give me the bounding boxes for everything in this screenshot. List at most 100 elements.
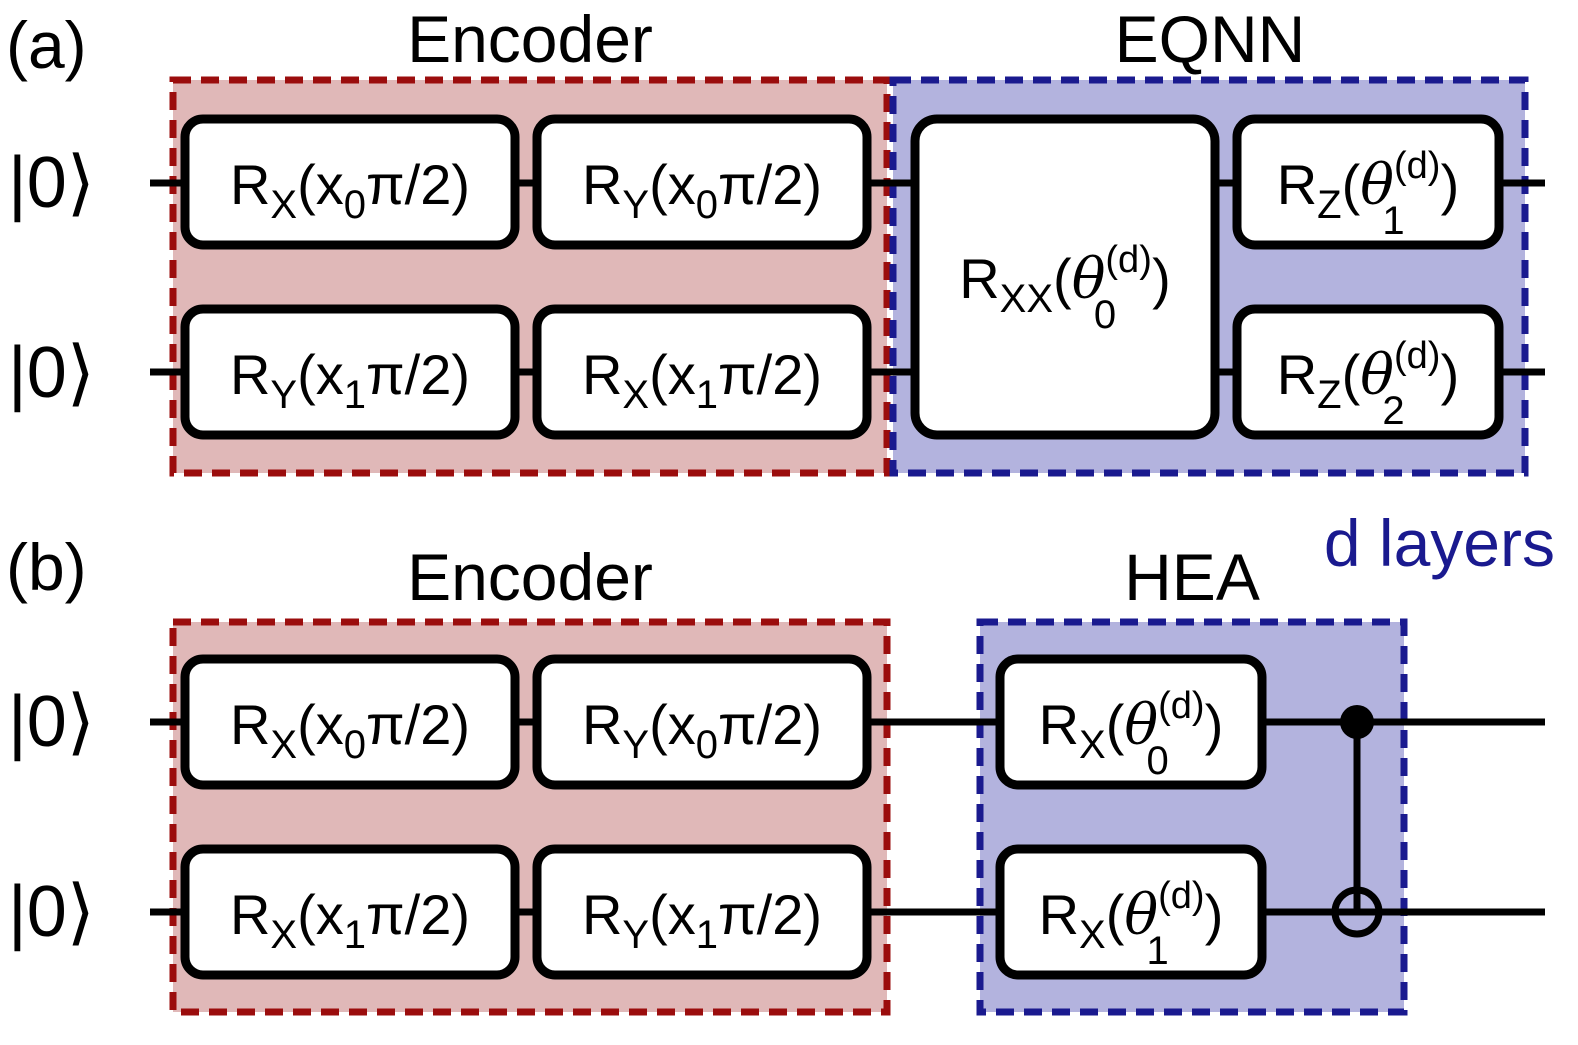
panel-b-cnot-gate [1331, 705, 1383, 938]
svg-text:RY(x1π/2): RY(x1π/2) [582, 883, 822, 957]
svg-text:RZ(θ(d)1): RZ(θ(d)1) [1277, 145, 1460, 243]
gate-idx: 0 [696, 183, 718, 227]
panel-b-rx-gate-1: RX(θ(d)0) [995, 654, 1267, 790]
gate-op: R [959, 247, 999, 310]
panel-a-encoder-gate-4: RX(x1π/2) [532, 304, 872, 440]
gate-tail: π/2) [718, 883, 822, 946]
panel-b-encoder-gate-1: RX(x0π/2) [180, 654, 520, 790]
gate-axis: Y [622, 913, 649, 957]
gate-op: R [1039, 883, 1079, 946]
gate-tail: π/2) [718, 693, 822, 756]
svg-text:RX(x0π/2): RX(x0π/2) [230, 693, 470, 767]
gate-sup: (d) [1105, 239, 1151, 281]
panel-a-encoder-title: Encoder [407, 2, 653, 76]
gate-param: θ [1124, 883, 1158, 948]
gate-sup: (d) [1158, 875, 1204, 917]
panel-a: (a) Encoder EQNN |0⟩ |0⟩ RX(x0π/2) RY(x0… [6, 2, 1545, 477]
gate-sup: (d) [1394, 335, 1440, 377]
gate-op: R [582, 343, 622, 406]
cnot-control-dot [1340, 705, 1374, 739]
gate-idx: 1 [696, 913, 718, 957]
gate-idx: 0 [344, 723, 366, 767]
svg-text:RX(x1π/2): RX(x1π/2) [230, 883, 470, 957]
gate-axis: X [1079, 723, 1106, 767]
gate-sub: 0 [1147, 739, 1169, 783]
gate-op: R [230, 153, 270, 216]
gate-axis: X [270, 913, 297, 957]
gate-tail: π/2) [366, 883, 470, 946]
gate-idx: 1 [344, 913, 366, 957]
panel-a-encoder-gate-2: RY(x0π/2) [532, 114, 872, 250]
gate-arg: x [668, 883, 696, 946]
gate-idx: 0 [696, 723, 718, 767]
panel-b-input-q0: |0⟩ [8, 682, 95, 762]
svg-text:RY(x1π/2): RY(x1π/2) [230, 343, 470, 417]
gate-op: R [582, 153, 622, 216]
gate-axis: Y [622, 723, 649, 767]
gate-tail: π/2) [366, 153, 470, 216]
panel-b-ansatz-title: HEA [1124, 540, 1260, 614]
gate-axis: Y [622, 183, 649, 227]
svg-text:RX(x1π/2): RX(x1π/2) [582, 343, 822, 417]
panel-a-ansatz-title: EQNN [1115, 2, 1306, 76]
gate-tail: π/2) [718, 153, 822, 216]
panel-b-encoder-gate-3: RX(x1π/2) [180, 844, 520, 980]
gate-axis: X [622, 373, 649, 417]
gate-param: θ [1360, 343, 1394, 408]
gate-op: R [230, 693, 270, 756]
gate-idx: 0 [344, 183, 366, 227]
gate-arg: x [316, 153, 344, 216]
panel-a-input-q1: |0⟩ [8, 333, 95, 413]
gate-axis: Z [1317, 183, 1341, 227]
gate-axis: XX [1000, 277, 1053, 321]
panel-b-encoder-title: Encoder [407, 540, 653, 614]
panel-a-encoder-gate-1: RX(x0π/2) [180, 114, 520, 250]
gate-sub: 1 [1382, 199, 1404, 243]
gate-tail: π/2) [718, 343, 822, 406]
panel-b-encoder-gate-2: RY(x0π/2) [532, 654, 872, 790]
panel-a-rxx-gate: RXX(θ(d)0) [910, 114, 1220, 440]
panel-a-label: (a) [6, 8, 87, 82]
gate-arg: x [668, 693, 696, 756]
panel-a-input-q0: |0⟩ [8, 143, 95, 223]
gate-arg: x [668, 343, 696, 406]
gate-axis: X [270, 183, 297, 227]
svg-text:RX(θ(d)0): RX(θ(d)0) [1039, 685, 1224, 783]
gate-param: θ [1072, 247, 1106, 312]
gate-arg: x [316, 883, 344, 946]
gate-idx: 1 [344, 373, 366, 417]
svg-text:RX(x0π/2): RX(x0π/2) [230, 153, 470, 227]
gate-tail: π/2) [366, 693, 470, 756]
gate-sup: (d) [1158, 685, 1204, 727]
gate-op: R [1277, 153, 1317, 216]
svg-text:RZ(θ(d)2): RZ(θ(d)2) [1277, 335, 1460, 433]
panel-a-rz-gate-2: RZ(θ(d)2) [1232, 304, 1504, 440]
gate-idx: 1 [696, 373, 718, 417]
svg-text:RXX(θ(d)0): RXX(θ(d)0) [959, 239, 1171, 337]
panel-a-rz-gate-1: RZ(θ(d)1) [1232, 114, 1504, 250]
gate-op: R [582, 693, 622, 756]
gate-axis: X [270, 723, 297, 767]
gate-axis: X [1079, 913, 1106, 957]
panel-b-label: (b) [6, 530, 87, 604]
gate-arg: x [316, 693, 344, 756]
gate-op: R [230, 343, 270, 406]
panel-b-rx-gate-2: RX(θ(d)1) [995, 844, 1267, 980]
gate-sub: 2 [1382, 389, 1404, 433]
svg-text:RX(θ(d)1): RX(θ(d)1) [1039, 875, 1224, 973]
gate-op: R [1039, 693, 1079, 756]
gate-sub: 0 [1094, 293, 1116, 337]
gate-op: R [1277, 343, 1317, 406]
gate-arg: x [668, 153, 696, 216]
gate-axis: Y [270, 373, 297, 417]
gate-param: θ [1124, 693, 1158, 758]
svg-text:RY(x0π/2): RY(x0π/2) [582, 153, 822, 227]
svg-text:RY(x0π/2): RY(x0π/2) [582, 693, 822, 767]
gate-axis: Z [1317, 373, 1341, 417]
gate-op: R [230, 883, 270, 946]
panel-a-encoder-gate-3: RY(x1π/2) [180, 304, 520, 440]
gate-sup: (d) [1394, 145, 1440, 187]
panel-b-layers-note: d layers [1324, 506, 1555, 580]
gate-op: R [582, 883, 622, 946]
gate-arg: x [316, 343, 344, 406]
